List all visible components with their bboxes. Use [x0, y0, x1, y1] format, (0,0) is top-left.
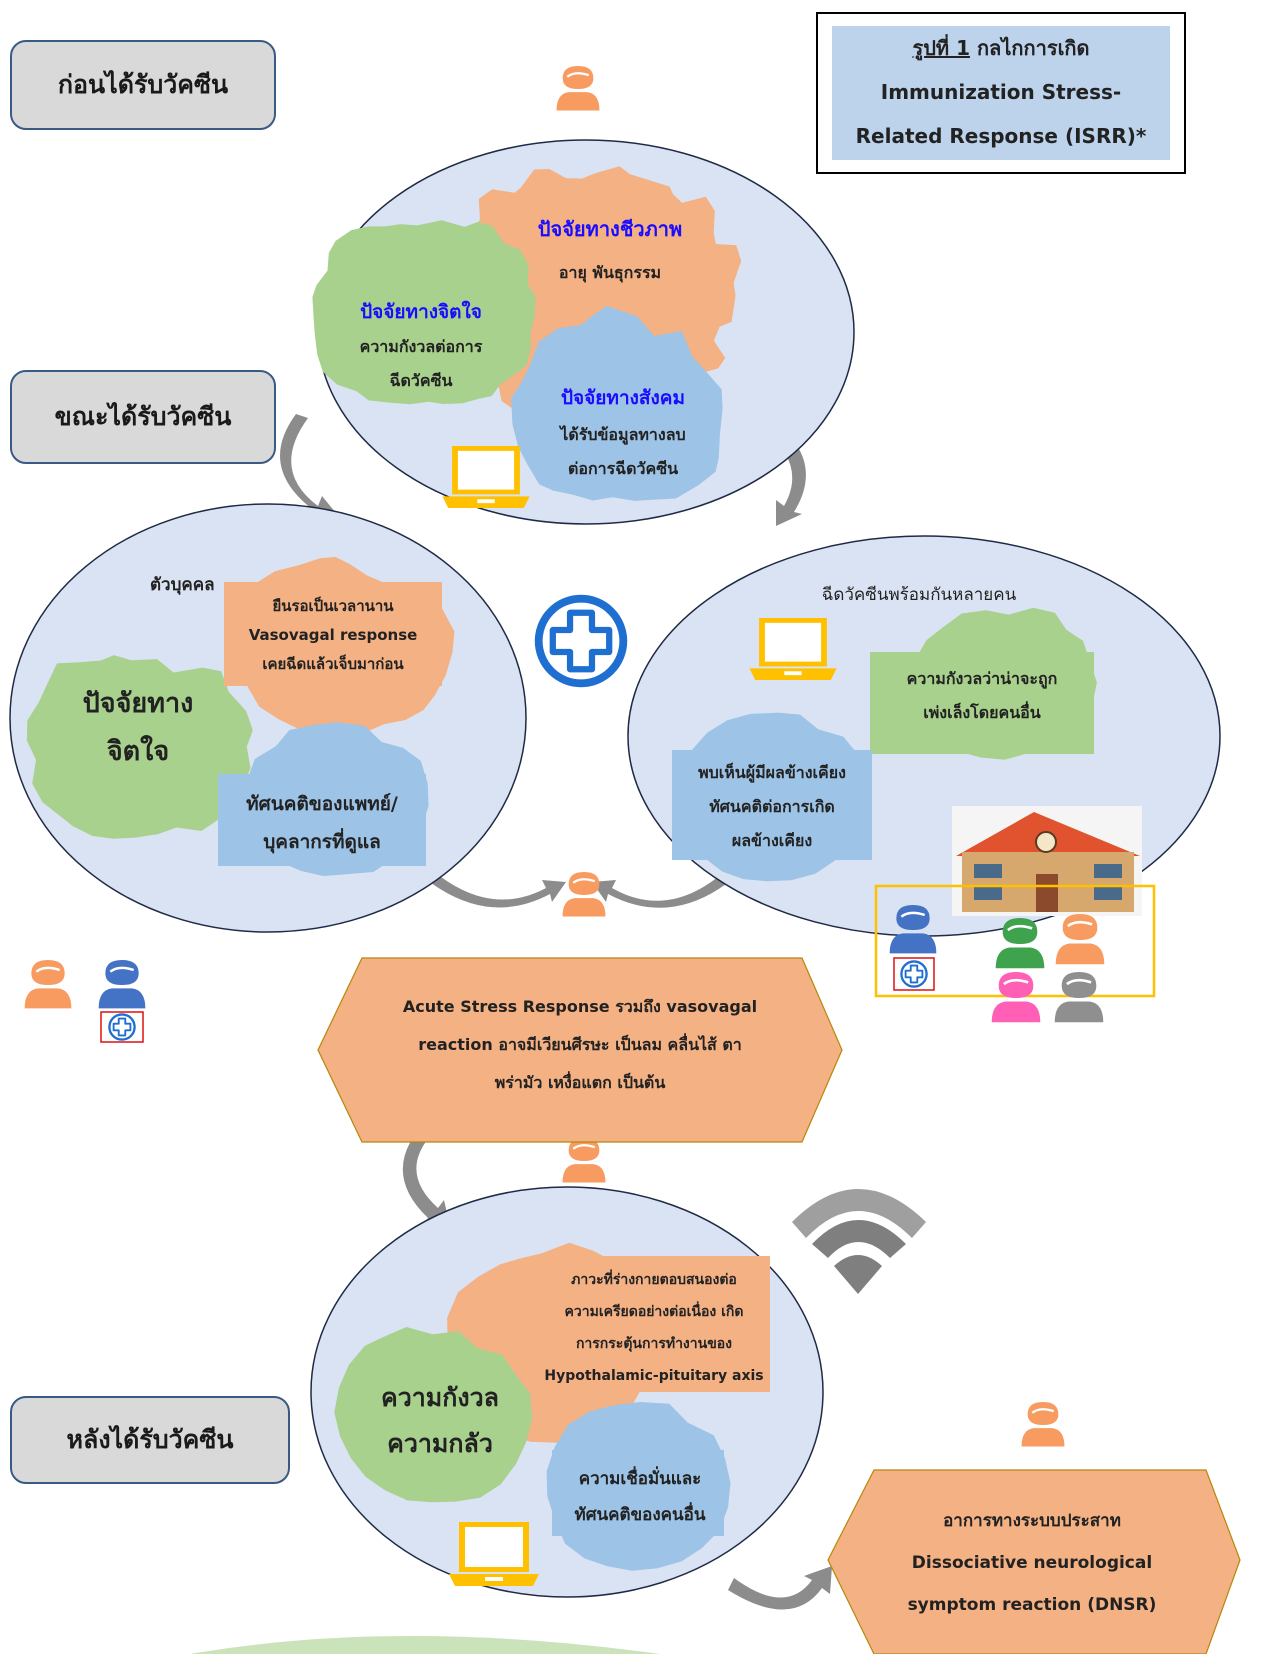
gear-blue: [511, 306, 723, 501]
school-icon: [952, 806, 1142, 916]
anxiety-line-2: เพ่งเล็งโดยคนอื่น: [923, 701, 1041, 722]
person-icon: [1054, 914, 1106, 966]
curved-arrow-icon: [592, 872, 734, 908]
psych-factor-title: ปัจจัยทางจิตใจ: [360, 300, 482, 323]
acute-line-1: Acute Stress Response รวมถึง vasovagal: [403, 997, 757, 1016]
hpa-line-4: Hypothalamic-pituitary axis: [544, 1368, 763, 1384]
stage-during-label: ขณะได้รับวัคซีน: [10, 370, 276, 464]
bio-factor-text: อายุ พันธุกรรม: [559, 263, 661, 283]
seen-box: [672, 750, 872, 860]
seen-line-3: ผลข้างเคียง: [732, 831, 812, 850]
figure-title-box: รูปที่ 1 กลไกการเกิด Immunization Stress…: [816, 12, 1186, 174]
seen-line-1: พบเห็นผู้มีผลข้างเคียง: [698, 761, 846, 784]
psych-factor-text-2: ฉีดวัคซีน: [389, 371, 452, 390]
dnsr-line-2: Dissociative neurological: [912, 1553, 1152, 1573]
curved-arrow-icon: [422, 870, 566, 908]
waiting-box: [224, 582, 442, 686]
attitude-line-2: บุคลากรที่ดูแล: [263, 828, 381, 854]
anxiety-line-1: ความกังวลว่าน่าจะถูก: [907, 669, 1058, 690]
person-icon: [555, 66, 601, 112]
dnsr-line-1: อาการทางระบบประสาท: [943, 1511, 1121, 1531]
person-icon: [97, 960, 147, 1010]
group-heading: ฉีดวัคซีนพร้อมกันหลายคน: [822, 585, 1017, 605]
psych-gear-line-2: จิตใจ: [107, 735, 170, 767]
waiting-line-2: Vasovagal response: [249, 626, 418, 644]
laptop-icon: [749, 618, 837, 680]
attitude-line-1: ทัศนคติของแพทย์/: [246, 793, 398, 815]
dnsr-line-3: symptom reaction (DNSR): [908, 1595, 1157, 1615]
acute-stress-hexagon: [317, 957, 843, 1143]
waiting-line-1: ยืนรอเป็นเวลานาน: [272, 596, 394, 615]
trust-line-1: ความเชื่อมั่นและ: [579, 1466, 702, 1489]
psych-gear-line-1: ปัจจัยทาง: [83, 688, 194, 719]
medical-cross-icon: [900, 960, 928, 988]
curved-arrow-icon: [280, 414, 340, 520]
laptop-icon: [449, 1522, 539, 1586]
hpa-line-3: การกระตุ้นการทำงานของ: [576, 1336, 732, 1352]
hpa-line-1: ภาวะที่ร่างกายตอบสนองต่อ: [571, 1269, 737, 1288]
person-icon: [1020, 1402, 1066, 1448]
medical-cross-icon: [539, 599, 624, 684]
attitude-box: [218, 774, 426, 866]
individual-heading: ตัวบุคคล: [150, 575, 215, 595]
fear-gear: [334, 1327, 533, 1503]
bottom-arc: [190, 1636, 660, 1654]
psych-gear: [26, 655, 253, 839]
curved-arrow-icon: [728, 1566, 832, 1610]
social-factor-text-1: ได้รับข้อมูลทางลบ: [558, 425, 685, 446]
trust-box: [552, 1450, 724, 1536]
person-icon: [561, 1138, 607, 1184]
wifi-icon: [792, 1189, 926, 1294]
trust-line-2: ทัศนคติของคนอื่น: [575, 1502, 706, 1525]
figure-title: รูปที่ 1 กลไกการเกิด Immunization Stress…: [832, 26, 1170, 160]
stage-before-label: ก่อนได้รับวัคซีน: [10, 40, 276, 130]
anxiety-box: [870, 652, 1094, 754]
social-factor-text-2: ต่อการฉีดวัคซีน: [568, 459, 678, 478]
person-icon: [561, 872, 607, 918]
acute-line-2: reaction อาจมีเวียนศีรษะ เป็นลม คลื่นไส้…: [418, 1033, 742, 1054]
hpa-line-2: ความเครียดอย่างต่อเนื่อง เกิด: [565, 1301, 744, 1320]
laptop-icon: [442, 446, 530, 508]
psych-factor-text-1: ความกังวลต่อการ: [360, 337, 483, 356]
gear-green: [312, 220, 536, 405]
fear-line-1: ความกังวล: [381, 1383, 499, 1412]
fear-line-2: ความกลัว: [387, 1429, 493, 1458]
bio-factor-title: ปัจจัยทางชีวภาพ: [538, 217, 682, 241]
medical-cross-icon: [108, 1013, 136, 1041]
acute-line-3: พร่ามัว เหงื่อแตก เป็นต้น: [495, 1071, 666, 1092]
social-factor-title: ปัจจัยทางสังคม: [561, 387, 685, 409]
seen-line-2: ทัศนคติต่อการเกิด: [709, 797, 835, 816]
waiting-line-3: เคยฉีดแล้วเจ็บมาก่อน: [262, 654, 404, 673]
hpa-box: [538, 1256, 770, 1392]
dnsr-hexagon: [827, 1469, 1241, 1654]
curved-arrow-icon: [402, 1128, 450, 1226]
person-icon: [23, 960, 73, 1010]
stage-after-label: หลังได้รับวัคซีน: [10, 1396, 290, 1484]
